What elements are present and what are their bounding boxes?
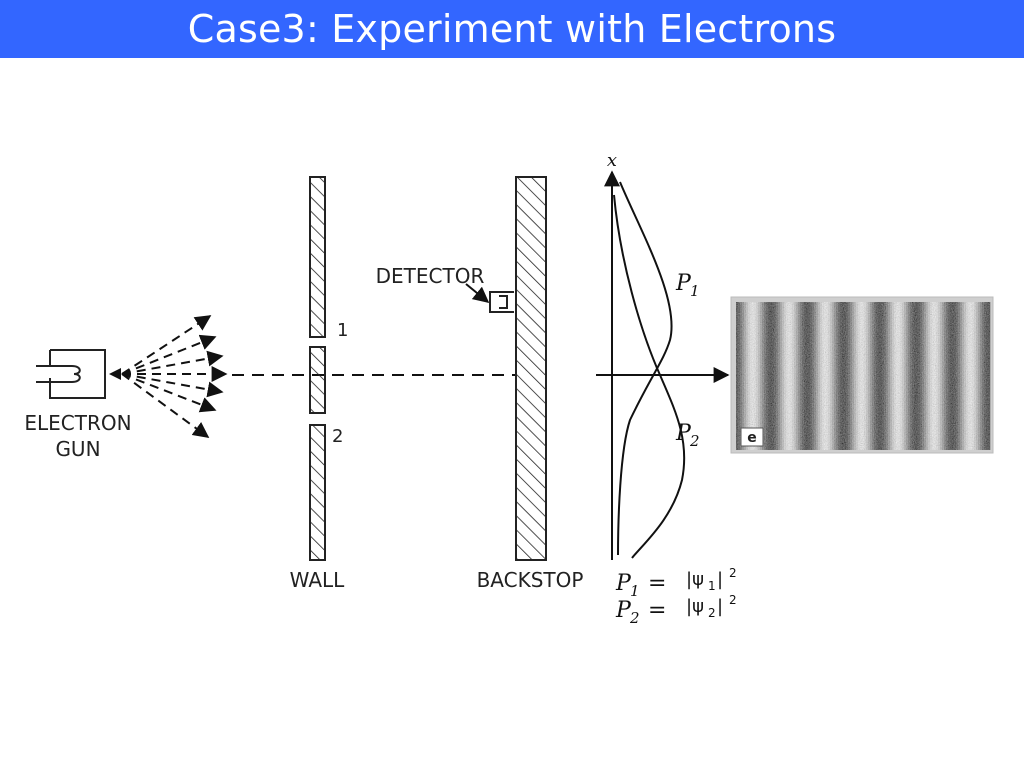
detector-label: DETECTOR <box>376 264 485 288</box>
p2-label: P <box>675 421 692 446</box>
detector <box>465 283 514 313</box>
eq2-lhs: P <box>615 598 632 623</box>
p2-curve <box>613 194 686 559</box>
gun-label-line2: GUN <box>55 437 100 461</box>
wall <box>309 176 326 561</box>
wall-label: WALL <box>290 568 346 592</box>
eq1-equals: = <box>648 571 666 596</box>
eq1-lhs: P <box>615 571 632 596</box>
eq2-lhs-sub: 2 <box>629 609 640 627</box>
eq2-psi: |ψ <box>686 596 704 617</box>
eq1-lhs-sub: 1 <box>630 582 640 600</box>
p1-label-sub: 1 <box>690 282 700 300</box>
eq1-close: | <box>717 569 723 590</box>
eq1-psi: |ψ <box>686 569 704 590</box>
interference-pattern: e <box>730 296 994 454</box>
probability-axes <box>596 170 730 560</box>
equation-p2: P 2 = |ψ 2 | 2 <box>615 593 737 627</box>
gun-label-line1: ELECTRON <box>24 411 131 435</box>
eq2-exp: 2 <box>729 593 737 607</box>
p1-label: P <box>675 271 692 296</box>
equation-p1: P 1 = |ψ 1 | 2 <box>615 566 737 600</box>
eq2-close: | <box>717 596 723 617</box>
slit-1-label: 1 <box>337 320 348 341</box>
slit-2-label: 2 <box>332 426 343 447</box>
pattern-label: e <box>747 430 757 446</box>
backstop-label: BACKSTOP <box>477 568 584 592</box>
x-axis-label: x <box>607 150 617 171</box>
title-bar: Case3: Experiment with Electrons <box>0 0 1024 58</box>
eq2-psi-sub: 2 <box>708 606 716 620</box>
p1-curve <box>617 181 673 556</box>
backstop <box>515 176 547 561</box>
slide-title: Case3: Experiment with Electrons <box>187 7 837 51</box>
eq1-exp: 2 <box>729 566 737 580</box>
electron-gun <box>36 349 121 399</box>
p2-label-sub: 2 <box>689 432 700 450</box>
electron-spray <box>121 315 228 438</box>
pattern-label-box <box>740 427 764 447</box>
eq2-equals: = <box>648 598 666 623</box>
eq1-psi-sub: 1 <box>708 579 716 593</box>
